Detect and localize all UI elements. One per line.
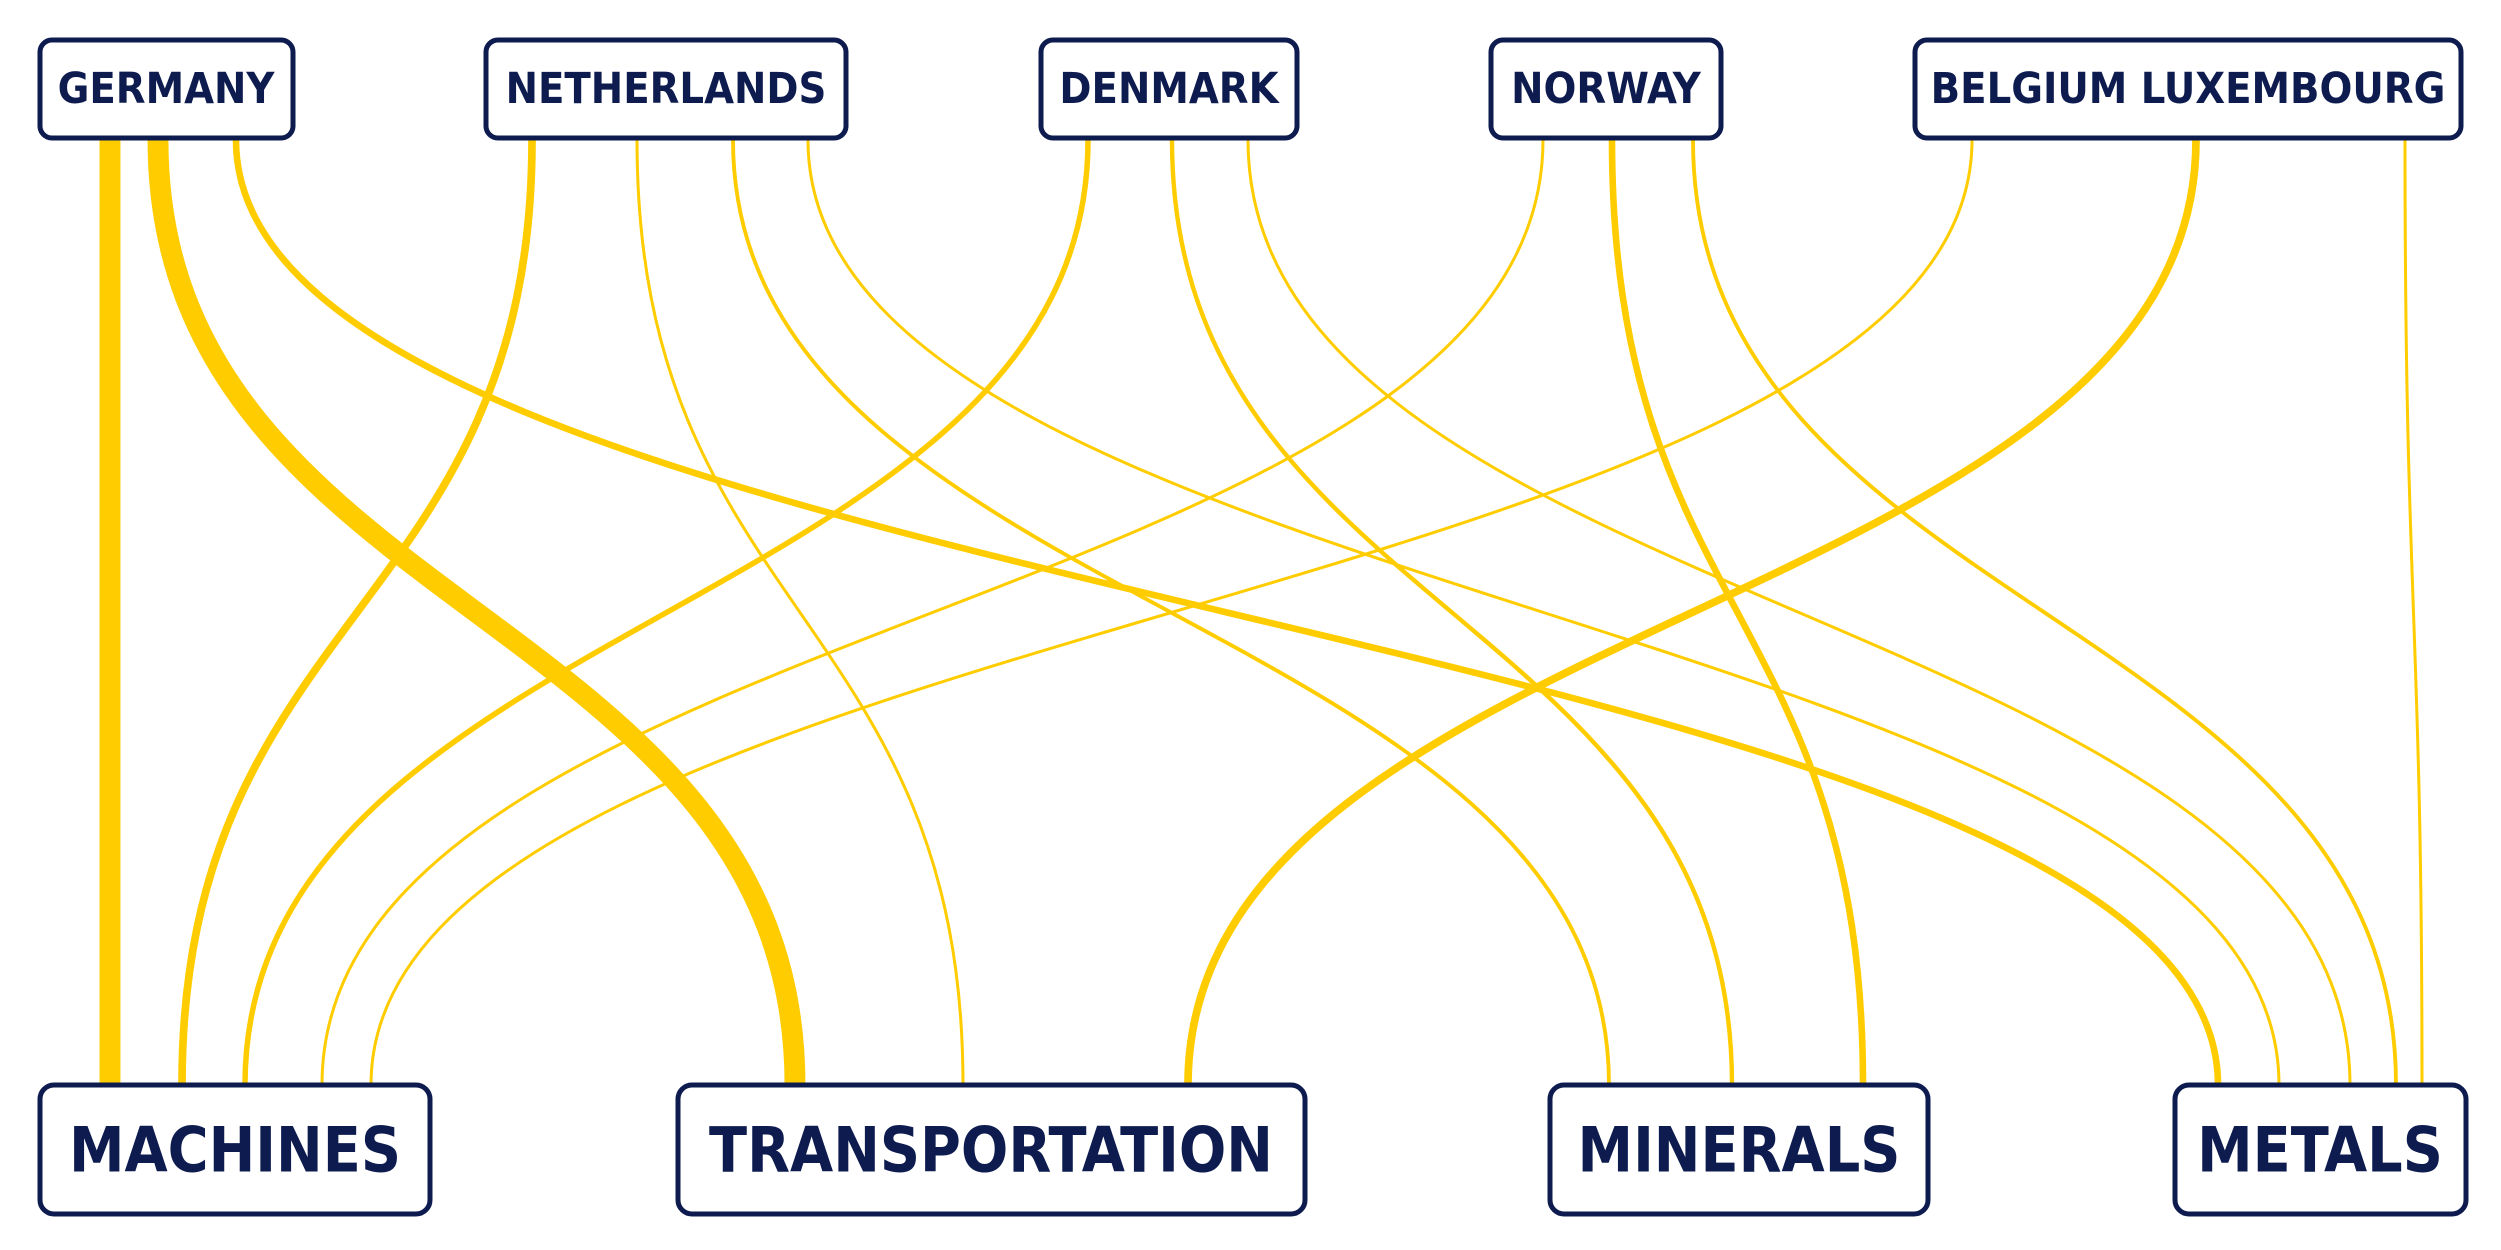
flow-netherlands-to-transportation xyxy=(635,139,965,1086)
target-node-machines[interactable]: MACHINES xyxy=(37,1082,433,1217)
source-node-belgium-luxembourg-label: BELGIUM LUXEMBOURG xyxy=(1931,64,2446,114)
source-node-belgium-luxembourg[interactable]: BELGIUM LUXEMBOURG xyxy=(1912,37,2464,141)
flow-norway-to-minerals xyxy=(1608,139,1867,1086)
target-node-metals[interactable]: METALS xyxy=(2172,1082,2469,1217)
flow-belgium-luxembourg-to-transportation xyxy=(1184,139,2200,1086)
source-node-netherlands-label: NETHERLANDS xyxy=(506,64,827,114)
flow-germany-to-metals xyxy=(232,139,2222,1086)
target-node-transportation-box xyxy=(675,1082,1308,1217)
target-node-minerals[interactable]: MINERALS xyxy=(1547,1082,1931,1217)
target-node-transportation-label: TRANSPORTATION xyxy=(709,1114,1273,1187)
source-node-denmark-label: DENMARK xyxy=(1059,64,1280,114)
flow-norway-to-machines xyxy=(320,139,1545,1086)
target-node-metals-box xyxy=(2172,1082,2469,1217)
source-node-germany-label: GERMANY xyxy=(58,64,276,114)
target-node-minerals-box xyxy=(1547,1082,1931,1217)
source-node-netherlands-box xyxy=(483,37,849,141)
flow-netherlands-to-machines xyxy=(178,139,536,1086)
source-node-germany[interactable]: GERMANY xyxy=(37,37,296,141)
flow-belgium-luxembourg-to-machines xyxy=(369,139,1974,1086)
flow-denmark-to-minerals xyxy=(1169,139,1735,1086)
target-node-transportation[interactable]: TRANSPORTATION xyxy=(675,1082,1308,1217)
target-node-machines-label: MACHINES xyxy=(69,1114,401,1187)
source-node-netherlands[interactable]: NETHERLANDS xyxy=(483,37,849,141)
source-node-denmark-box xyxy=(1038,37,1300,141)
flow-denmark-to-machines xyxy=(242,139,1091,1086)
source-node-belgium-luxembourg-box xyxy=(1912,37,2464,141)
flow-belgium-luxembourg-to-metals xyxy=(2403,139,2424,1086)
source-node-germany-box xyxy=(37,37,296,141)
target-node-machines-box xyxy=(37,1082,433,1217)
source-node-denmark[interactable]: DENMARK xyxy=(1038,37,1300,141)
source-node-norway[interactable]: NORWAY xyxy=(1488,37,1724,141)
target-node-minerals-label: MINERALS xyxy=(1578,1114,1901,1187)
flow-norway-to-metals xyxy=(1691,139,2398,1086)
source-node-norway-box xyxy=(1488,37,1724,141)
source-node-norway-label: NORWAY xyxy=(1511,64,1702,114)
flow-netherlands-to-metals xyxy=(806,139,2281,1086)
flow-germany-to-transportation xyxy=(147,139,806,1086)
target-node-metals-label: METALS xyxy=(2197,1114,2443,1187)
flow-links xyxy=(99,139,2424,1086)
flow-denmark-to-metals xyxy=(1246,139,2352,1086)
